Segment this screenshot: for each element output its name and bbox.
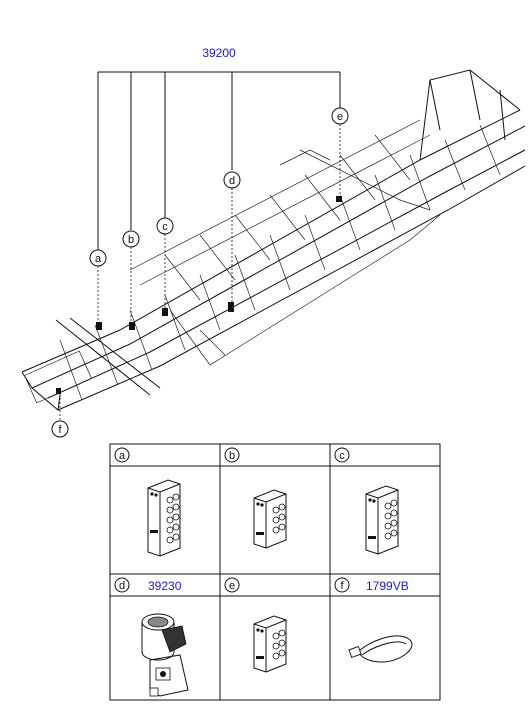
connector-block-icon-e [253,615,287,673]
part-number-1799VB[interactable]: 1799VB [366,579,409,593]
svg-text:a: a [95,253,102,265]
parts-table [109,443,441,701]
frame-callout-f[interactable]: f [51,420,69,438]
svg-text:d: d [229,175,235,187]
cable-tie-icon [348,635,413,663]
motor-actuator-icon [141,613,189,697]
svg-text:f: f [58,424,62,436]
frame-callout-e[interactable]: e [331,107,349,125]
frame-callout-a[interactable]: a [89,249,107,267]
table-callout-f: f [334,577,350,593]
svg-text:d: d [119,580,125,592]
connector-block-icon-a [147,479,181,557]
chassis-frame-drawing [21,69,526,411]
svg-text:e: e [229,580,235,592]
frame-callout-d[interactable]: d [223,171,241,189]
leader-bracket [97,71,341,250]
main-part-number[interactable]: 39200 [202,46,236,60]
svg-text:e: e [337,111,343,123]
svg-text:f: f [340,580,344,592]
table-callout-c: c [334,447,350,463]
svg-text:b: b [128,234,134,246]
connector-block-icon-c [365,485,399,555]
frame-callout-c[interactable]: c [156,217,174,235]
svg-text:a: a [119,450,126,462]
part-number-39230[interactable]: 39230 [148,579,182,593]
svg-text:b: b [229,450,235,462]
table-callout-b: b [224,447,240,463]
svg-text:c: c [339,450,345,462]
table-callout-a: a [114,447,130,463]
frame-callout-b[interactable]: b [122,230,140,248]
connector-block-icon-b [253,489,287,549]
callout-leaders [59,124,341,420]
table-callout-e: e [224,577,240,593]
table-callout-d: d [114,577,130,593]
svg-text:c: c [162,221,168,233]
